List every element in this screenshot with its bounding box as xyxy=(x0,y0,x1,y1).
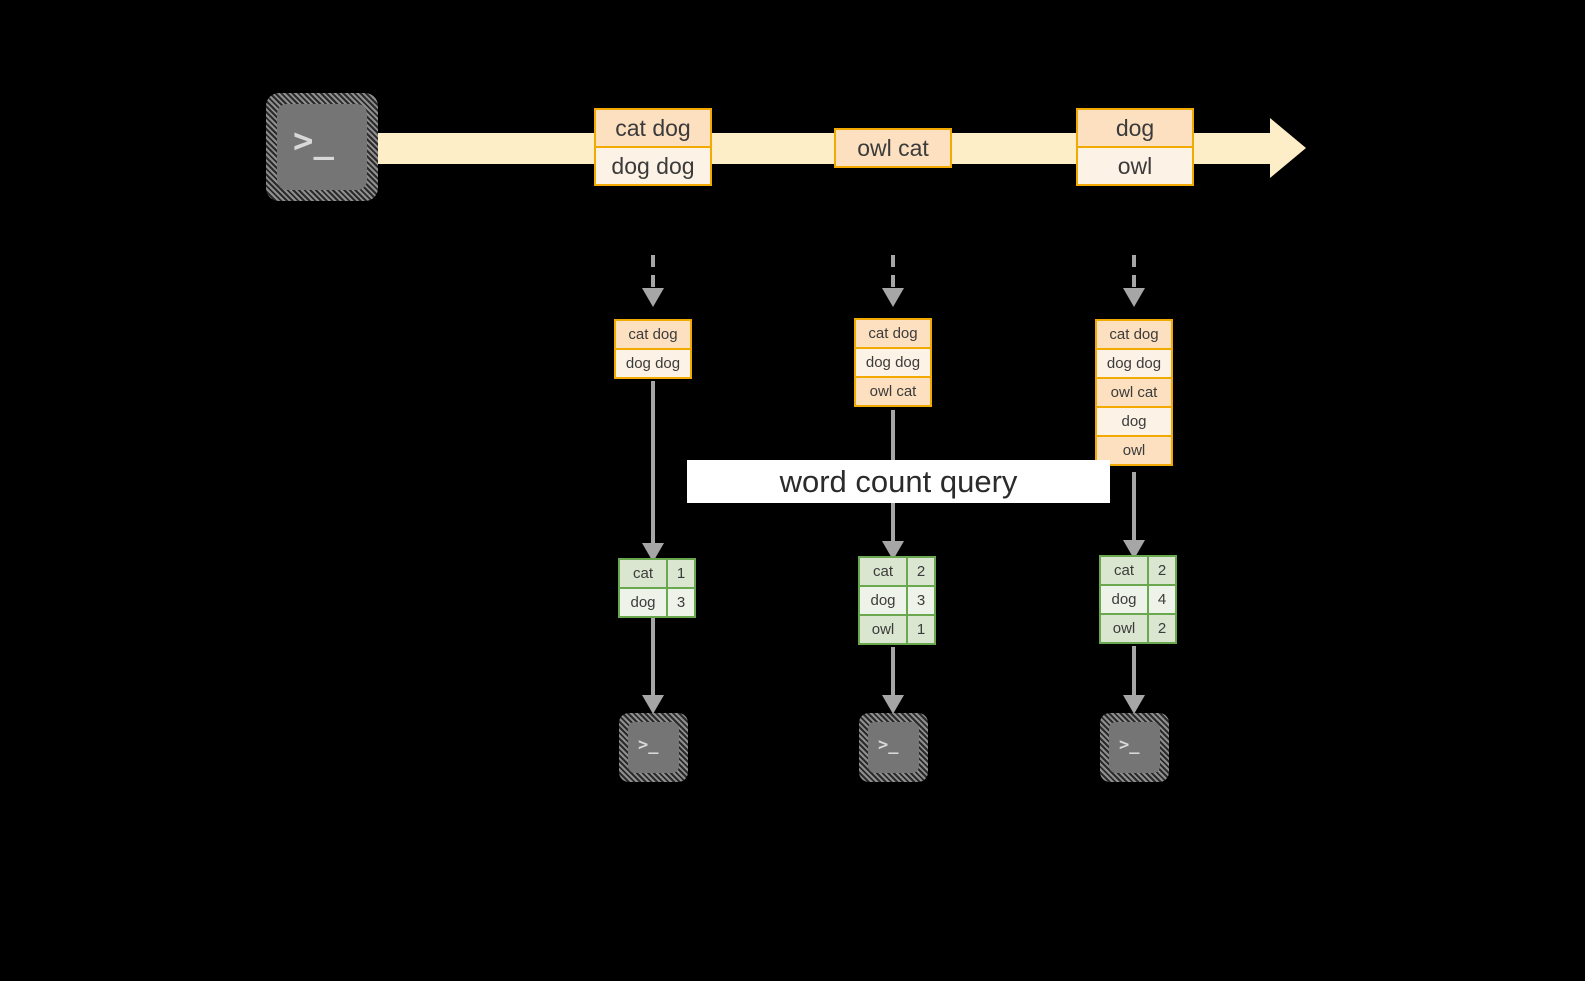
stream-group-1: cat dog dog dog xyxy=(594,108,712,186)
word-cell: dog xyxy=(1099,584,1149,615)
snapshot-record: cat dog xyxy=(614,319,692,350)
table-row: owl 1 xyxy=(858,614,936,645)
snapshot-record: cat dog xyxy=(854,318,932,349)
snapshot-1-records: cat dog dog dog xyxy=(614,319,692,379)
query-label-text: word count query xyxy=(779,463,1018,499)
count-cell: 1 xyxy=(906,614,936,645)
snapshot-2-records: cat dog dog dog owl cat xyxy=(854,318,932,407)
stream-record: owl cat xyxy=(834,128,952,168)
sink-arrow-line-3 xyxy=(1132,646,1136,698)
query-arrow-head-3 xyxy=(1123,540,1145,559)
count-cell: 2 xyxy=(1147,555,1177,586)
terminal-prompt-glyph: >_ xyxy=(1119,735,1140,755)
snapshot-record: owl cat xyxy=(1095,377,1173,408)
source-terminal-icon[interactable]: >_ xyxy=(266,93,378,201)
snapshot-tap-line-3 xyxy=(1132,255,1136,290)
query-arrow-head-1 xyxy=(642,543,664,562)
word-cell: cat xyxy=(1099,555,1149,586)
table-row: dog 3 xyxy=(618,587,696,618)
sink-arrow-line-2 xyxy=(891,647,895,698)
terminal-screen: >_ xyxy=(868,722,919,773)
count-cell: 2 xyxy=(1147,613,1177,644)
sink-arrow-head-1 xyxy=(642,695,664,714)
table-row: dog 3 xyxy=(858,585,936,616)
terminal-screen: >_ xyxy=(1109,722,1160,773)
stream-group-2: owl cat xyxy=(834,128,952,168)
snapshot-record: dog dog xyxy=(614,348,692,379)
sink-arrow-head-2 xyxy=(882,695,904,714)
sink-terminal-icon-3[interactable]: >_ xyxy=(1100,713,1169,782)
stream-record: dog dog xyxy=(594,146,712,186)
stream-group-3: dog owl xyxy=(1076,108,1194,186)
word-cell: cat xyxy=(858,556,908,587)
result-table-1: cat 1 dog 3 xyxy=(618,558,696,618)
word-cell: dog xyxy=(858,585,908,616)
word-cell: owl xyxy=(858,614,908,645)
word-cell: owl xyxy=(1099,613,1149,644)
table-row: cat 2 xyxy=(858,556,936,587)
word-cell: dog xyxy=(618,587,668,618)
table-row: dog 4 xyxy=(1099,584,1177,615)
stream-arrowhead xyxy=(1270,118,1306,178)
sink-arrow-line-1 xyxy=(651,618,655,698)
terminal-screen: >_ xyxy=(628,722,679,773)
table-row: cat 2 xyxy=(1099,555,1177,586)
terminal-prompt-glyph: >_ xyxy=(638,735,659,755)
terminal-prompt-glyph: >_ xyxy=(293,121,334,161)
snapshot-tap-line-1 xyxy=(651,255,655,290)
result-table-3: cat 2 dog 4 owl 2 xyxy=(1099,555,1177,644)
count-cell: 2 xyxy=(906,556,936,587)
word-cell: cat xyxy=(618,558,668,589)
result-table-2: cat 2 dog 3 owl 1 xyxy=(858,556,936,645)
query-arrow-line-3 xyxy=(1132,472,1136,544)
sink-arrow-head-3 xyxy=(1123,695,1145,714)
query-arrow-line-1 xyxy=(651,381,655,546)
snapshot-record: owl xyxy=(1095,435,1173,466)
snapshot-tap-arrowhead-3 xyxy=(1123,288,1145,307)
snapshot-tap-arrowhead-2 xyxy=(882,288,904,307)
snapshot-tap-line-2 xyxy=(891,255,895,290)
snapshot-record: cat dog xyxy=(1095,319,1173,350)
snapshot-record: dog dog xyxy=(854,347,932,378)
table-row: cat 1 xyxy=(618,558,696,589)
count-cell: 3 xyxy=(906,585,936,616)
snapshot-tap-arrowhead-1 xyxy=(642,288,664,307)
sink-terminal-icon-2[interactable]: >_ xyxy=(859,713,928,782)
stream-record: cat dog xyxy=(594,108,712,148)
stream-record: owl xyxy=(1076,146,1194,186)
snapshot-record: dog xyxy=(1095,406,1173,437)
snapshot-record: owl cat xyxy=(854,376,932,407)
snapshot-record: dog dog xyxy=(1095,348,1173,379)
query-label-banner: word count query xyxy=(687,460,1110,503)
query-arrow-head-2 xyxy=(882,541,904,560)
terminal-prompt-glyph: >_ xyxy=(878,735,899,755)
terminal-screen: >_ xyxy=(277,104,367,190)
count-cell: 1 xyxy=(666,558,696,589)
sink-terminal-icon-1[interactable]: >_ xyxy=(619,713,688,782)
table-row: owl 2 xyxy=(1099,613,1177,644)
count-cell: 4 xyxy=(1147,584,1177,615)
count-cell: 3 xyxy=(666,587,696,618)
snapshot-3-records: cat dog dog dog owl cat dog owl xyxy=(1095,319,1173,466)
stream-record: dog xyxy=(1076,108,1194,148)
